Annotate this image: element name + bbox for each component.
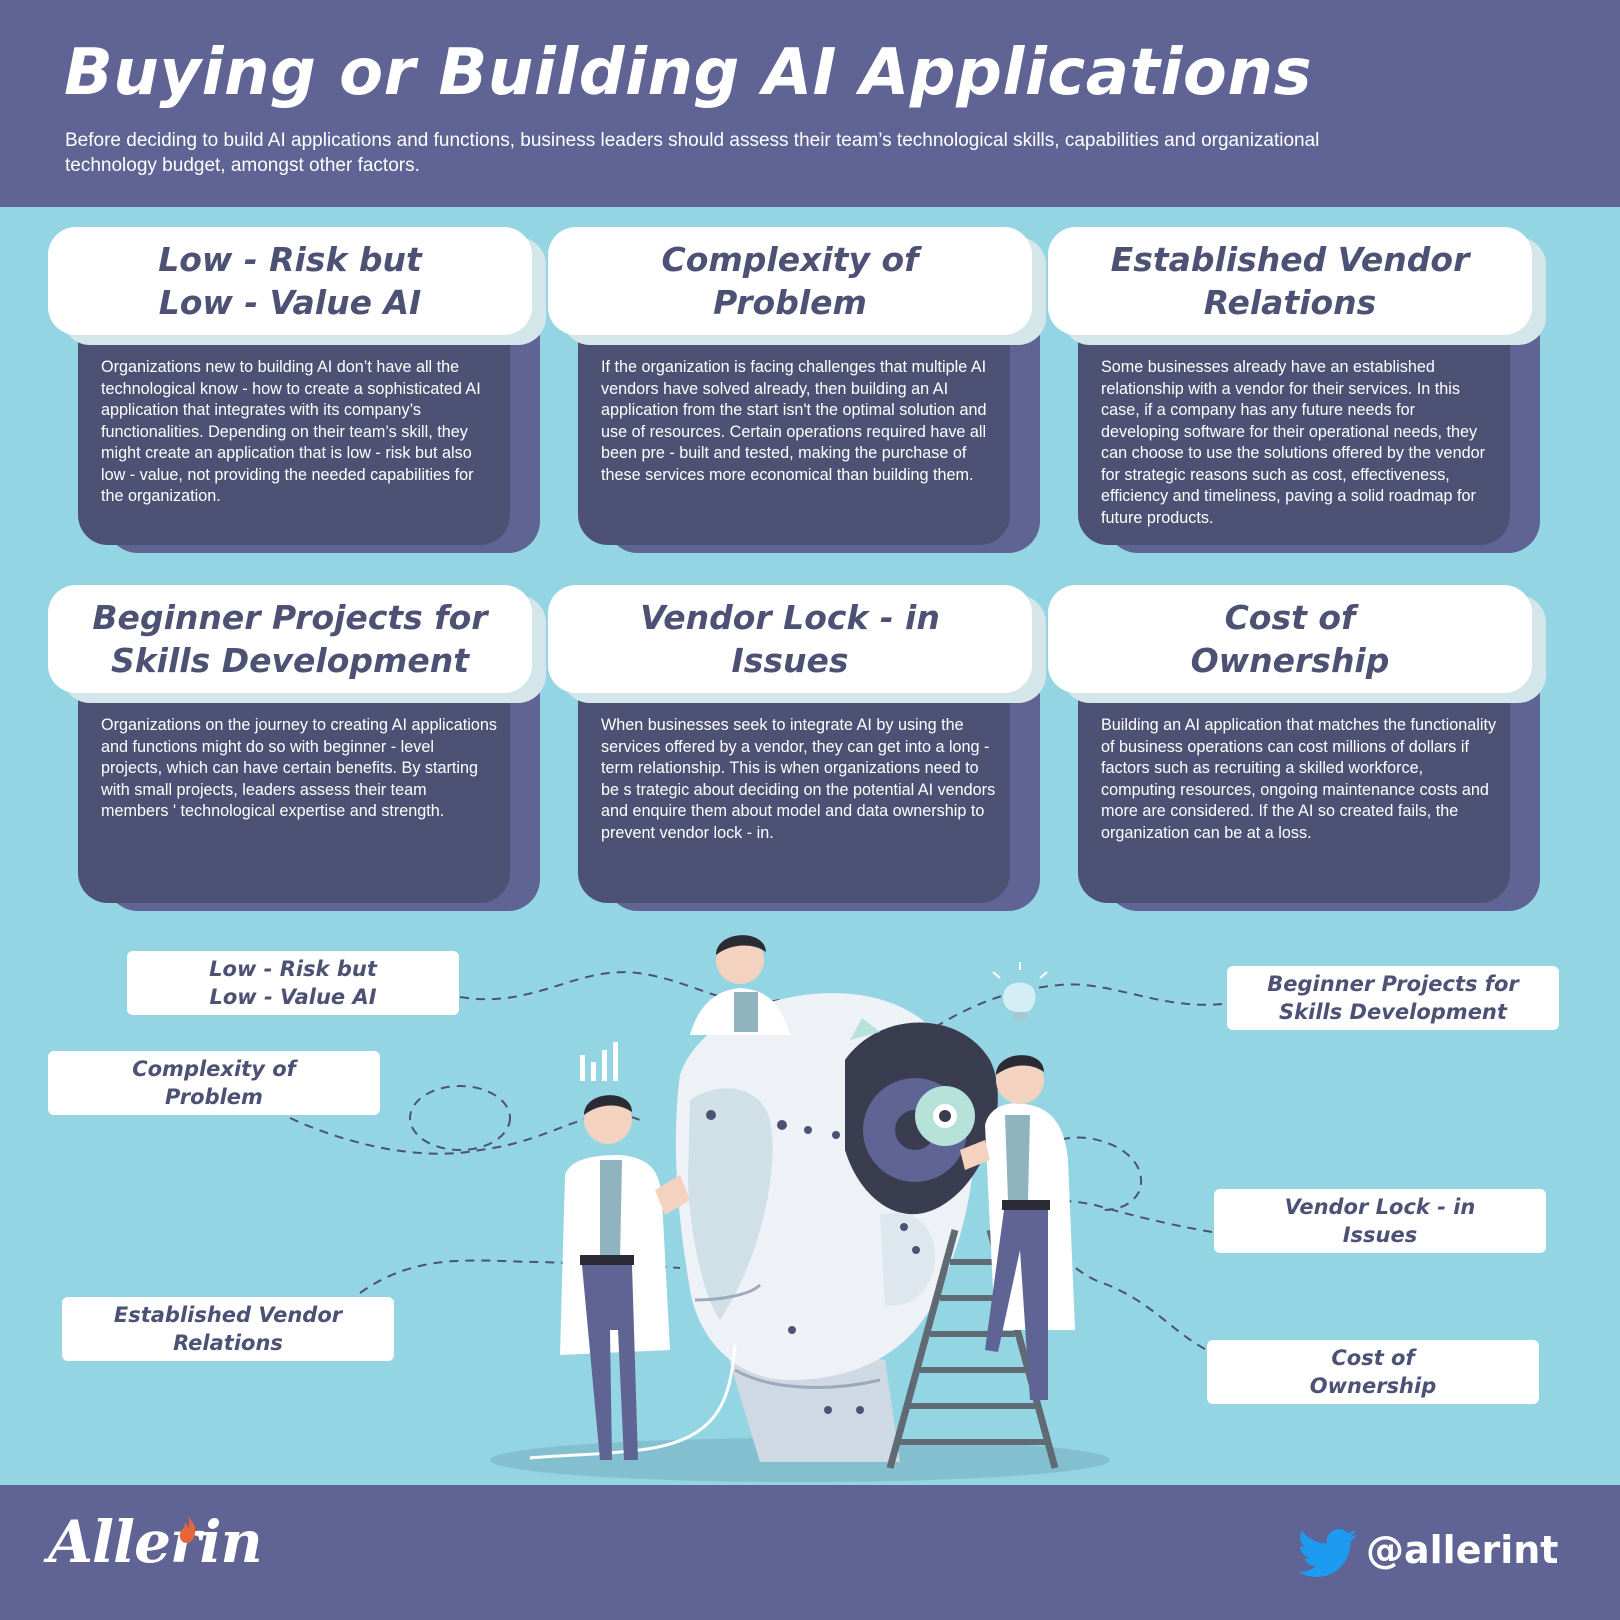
card-body-text: Organizations on the journey to creating…	[101, 716, 497, 820]
card-title: Established Vendor Relations	[1110, 240, 1470, 322]
label-low-risk: Low - Risk but Low - Value AI	[127, 951, 459, 1015]
flame-icon	[179, 1515, 196, 1543]
card-vendor-lock-in: When businesses seek to integrate AI by …	[548, 585, 1046, 919]
card-title: Cost of Ownership	[1190, 598, 1390, 680]
label-complexity: Complexity of Problem	[48, 1051, 380, 1115]
card-low-risk: Organizations new to building AI don’t h…	[48, 227, 546, 561]
label-text: Cost of Ownership	[1309, 1346, 1437, 1398]
card-body-text: Organizations new to building AI don’t h…	[101, 358, 481, 505]
card-established-vendor: Some businesses already have an establis…	[1048, 227, 1546, 561]
card-title: Beginner Projects for Skills Development	[92, 598, 488, 680]
page-subtitle: Before deciding to build AI applications…	[65, 130, 1320, 176]
label-established-vendor: Established Vendor Relations	[62, 1297, 394, 1361]
label-text: Low - Risk but Low - Value AI	[209, 957, 377, 1009]
card-title: Vendor Lock - in Issues	[640, 598, 940, 680]
card-title-tab: Established Vendor Relations	[1048, 227, 1532, 335]
label-cost-of-ownership: Cost of Ownership	[1207, 1340, 1539, 1404]
card-body-text: Building an AI application that matches …	[1101, 716, 1497, 842]
label-beginner-projects: Beginner Projects for Skills Development	[1227, 966, 1559, 1030]
twitter-handle[interactable]: @allerint	[1366, 1528, 1559, 1572]
footer-banner	[0, 1485, 1620, 1620]
allerin-logo: Allerin	[48, 1508, 263, 1576]
card-body-text: When businesses seek to integrate AI by …	[601, 716, 996, 842]
card-title: Complexity of Problem	[661, 240, 919, 322]
card-title-tab: Cost of Ownership	[1048, 585, 1532, 693]
card-complexity: If the organization is facing challenges…	[548, 227, 1046, 561]
card-beginner-projects: Organizations on the journey to creating…	[48, 585, 546, 919]
label-text: Beginner Projects for Skills Development	[1267, 972, 1519, 1024]
card-title-tab: Complexity of Problem	[548, 227, 1032, 335]
label-text: Vendor Lock - in Issues	[1284, 1195, 1476, 1247]
label-text: Complexity of Problem	[132, 1057, 296, 1109]
card-title-tab: Low - Risk but Low - Value AI	[48, 227, 532, 335]
header-banner: Buying or Building AI Applications Befor…	[0, 0, 1620, 207]
label-text: Established Vendor Relations	[113, 1303, 343, 1355]
card-title: Low - Risk but Low - Value AI	[158, 240, 422, 322]
card-body-text: Some businesses already have an establis…	[1101, 358, 1485, 527]
label-vendor-lock-in: Vendor Lock - in Issues	[1214, 1189, 1546, 1253]
card-title-tab: Beginner Projects for Skills Development	[48, 585, 532, 693]
twitter-bird-icon[interactable]	[1298, 1528, 1358, 1580]
card-body-text: If the organization is facing challenges…	[601, 358, 987, 484]
page-title: Buying or Building AI Applications	[64, 36, 1313, 110]
card-title-tab: Vendor Lock - in Issues	[548, 585, 1032, 693]
card-cost-of-ownership: Building an AI application that matches …	[1048, 585, 1546, 919]
